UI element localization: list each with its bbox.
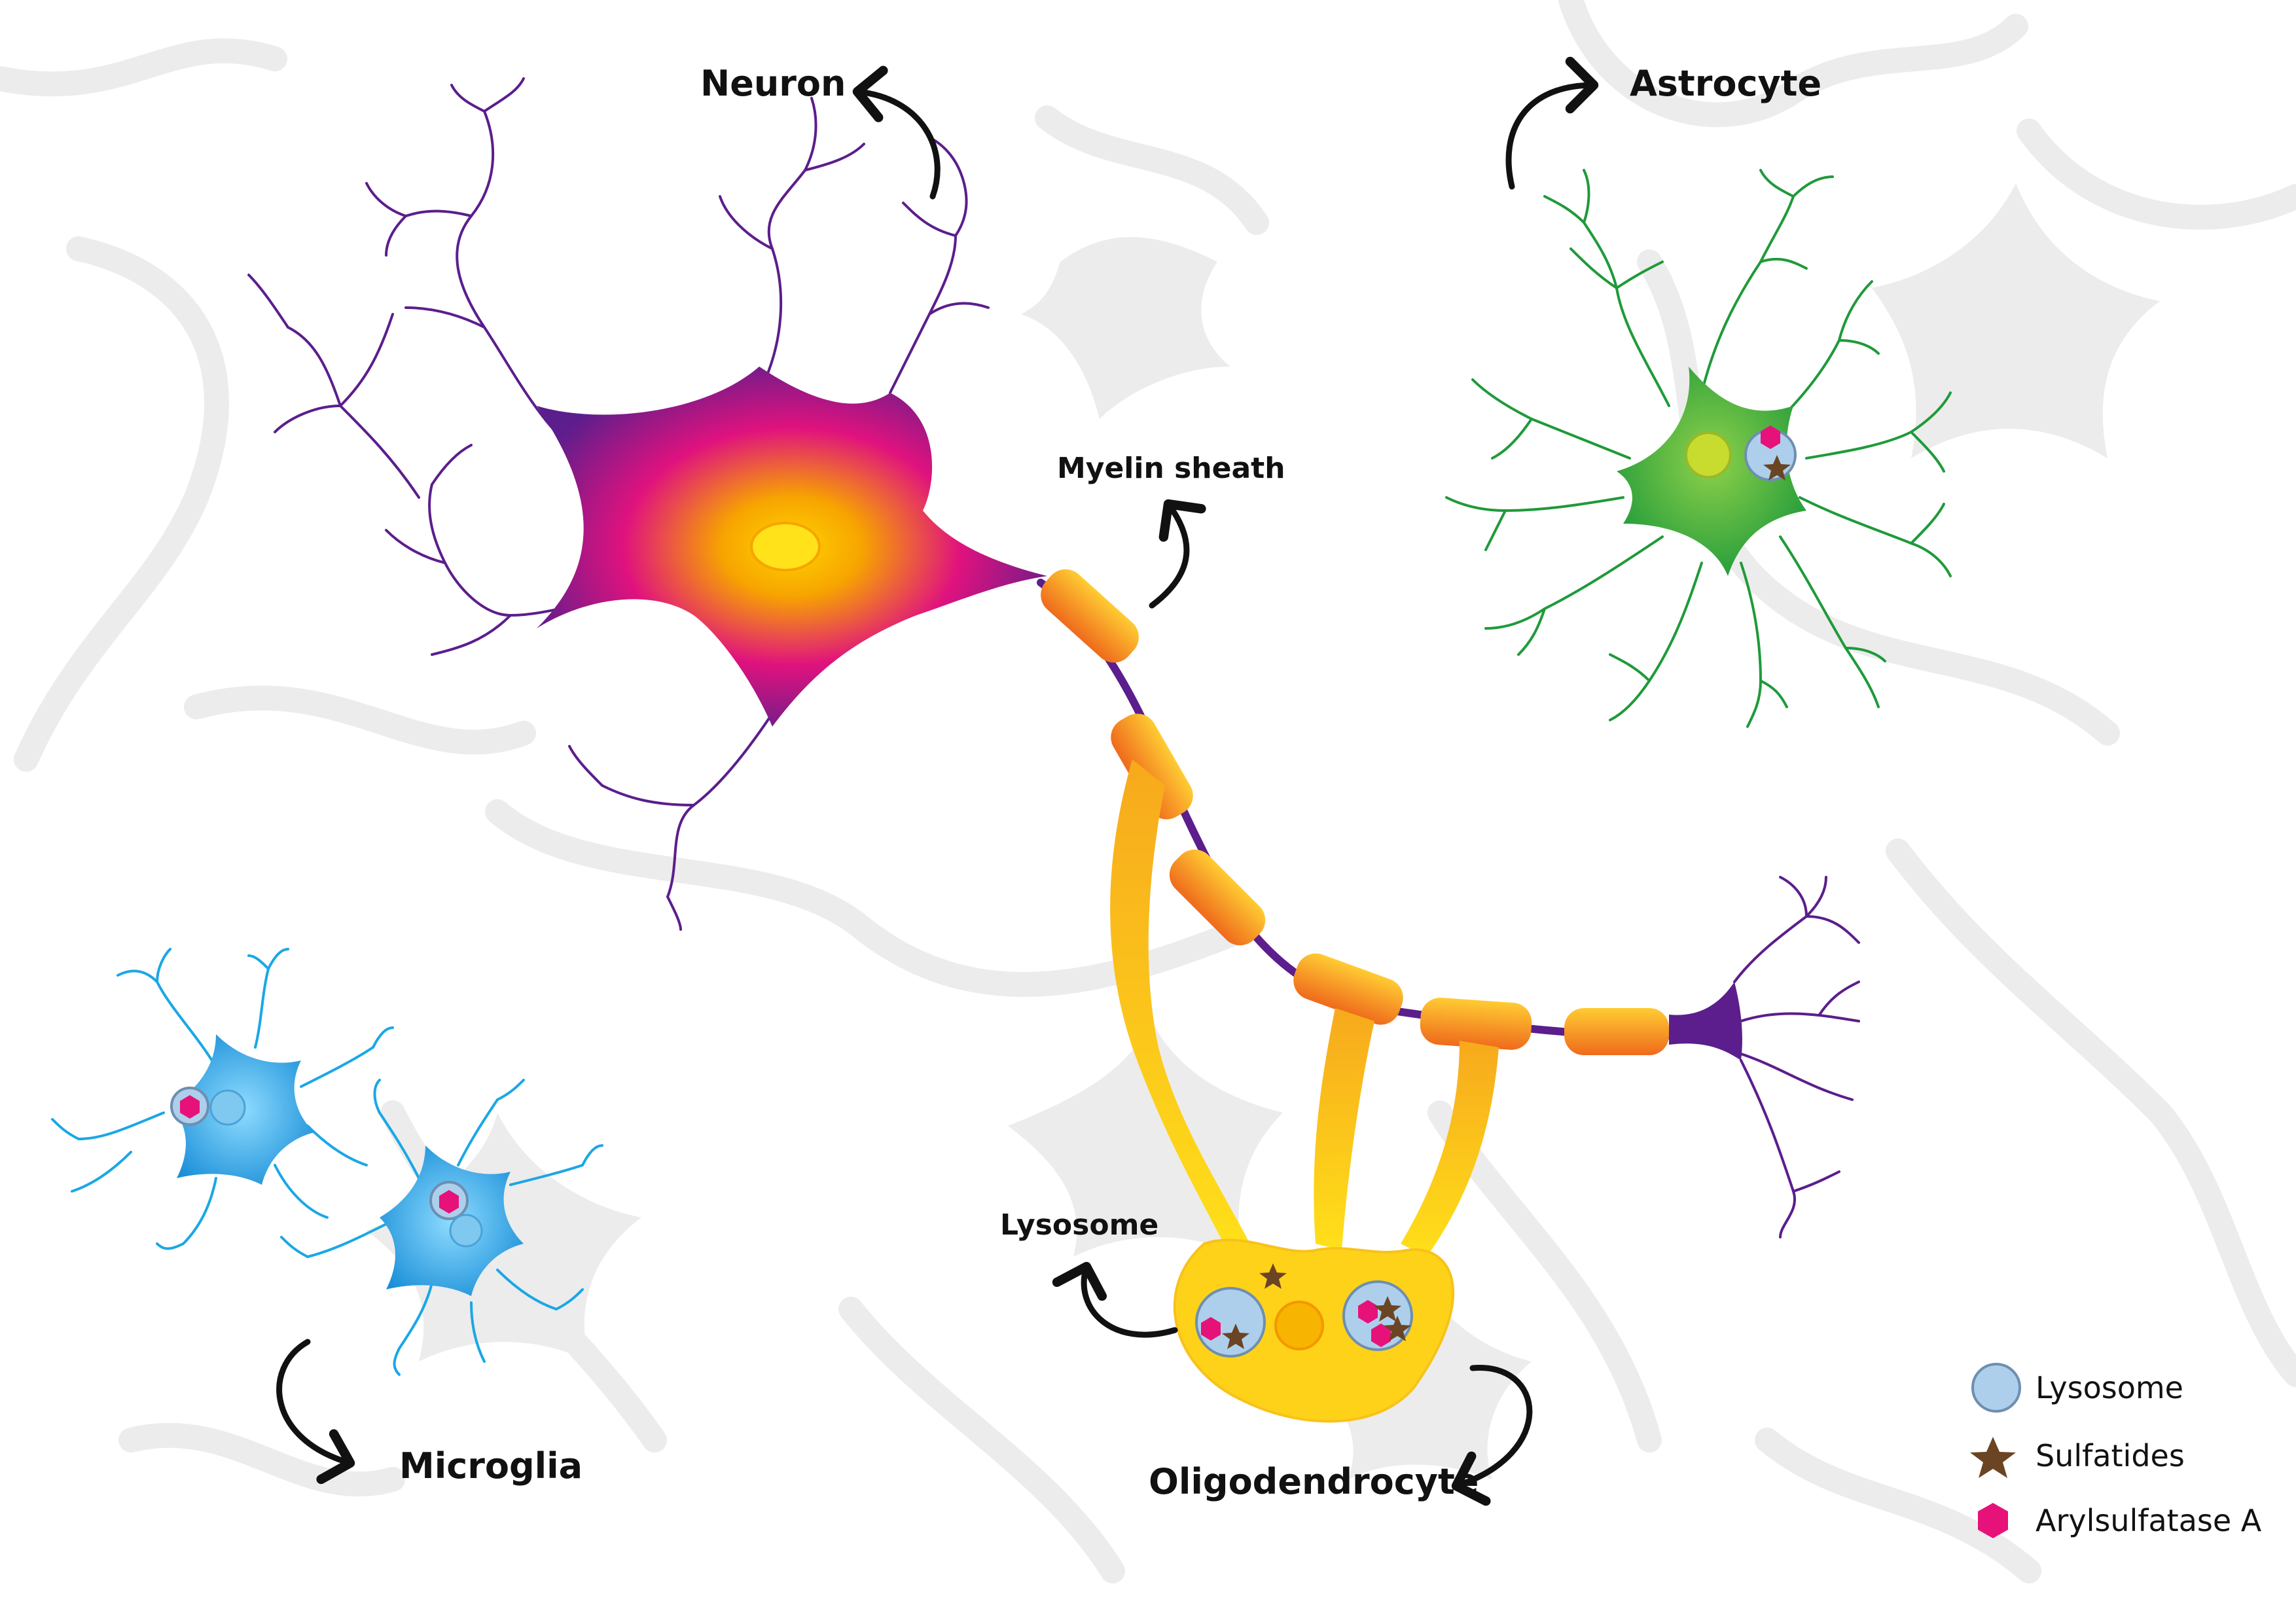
myelin-sheath-label: Myelin sheath	[1057, 452, 1285, 485]
astrocyte-processes	[1445, 169, 1952, 728]
legend-lysosome-label: Lysosome	[2036, 1370, 2183, 1405]
neuron-dendrites	[247, 77, 990, 931]
lysosome-label: Lysosome	[1000, 1208, 1159, 1242]
neuron-arrow	[852, 65, 941, 200]
myelin-sheath	[1041, 569, 1669, 1055]
legend-arylsulfatase-icon	[1978, 1503, 2008, 1538]
pointer-arrows	[276, 56, 1599, 1506]
neuron-label: Neuron	[700, 63, 846, 104]
microglia-arrow	[276, 1339, 355, 1485]
axon-terminal	[1669, 876, 1860, 1238]
oligodendrocyte-label: Oligodendrocyte	[1149, 1461, 1479, 1502]
background-cells	[0, 0, 2296, 1583]
microglia-right-nucleus	[449, 1214, 483, 1248]
legend-arylsulfatase-label: Arylsulfatase A	[2036, 1503, 2262, 1538]
microglia-left-nucleus	[209, 1089, 246, 1126]
astrocyte-arrow	[1505, 56, 1599, 190]
microglia-right-cell-body	[380, 1146, 524, 1296]
microglia-label: Microglia	[399, 1445, 583, 1487]
oligodendrocyte-arrow	[1451, 1365, 1533, 1506]
astrocyte-label: Astrocyte	[1630, 63, 1822, 104]
arylsulfatase-markers	[180, 425, 1780, 1347]
neuron-nucleus	[750, 522, 821, 571]
microglia-right-processes	[280, 1079, 603, 1376]
legend-lysosome-icon	[1971, 1363, 2021, 1413]
oligodendrocyte-nucleus	[1274, 1301, 1324, 1350]
microglia-left-processes	[51, 948, 394, 1250]
oligodendrocyte-processes	[1110, 759, 1499, 1257]
legend-sulfatide-icon	[1970, 1437, 2016, 1478]
myelin-arrow	[1149, 499, 1206, 609]
sulfatide-markers	[1222, 455, 1791, 1349]
legend-sulfatides-label: Sulfatides	[2036, 1438, 2185, 1473]
lysosome-arrow	[1052, 1261, 1178, 1338]
oligodendrocyte-lysosome-left	[1195, 1287, 1266, 1358]
astrocyte-nucleus	[1685, 431, 1732, 478]
